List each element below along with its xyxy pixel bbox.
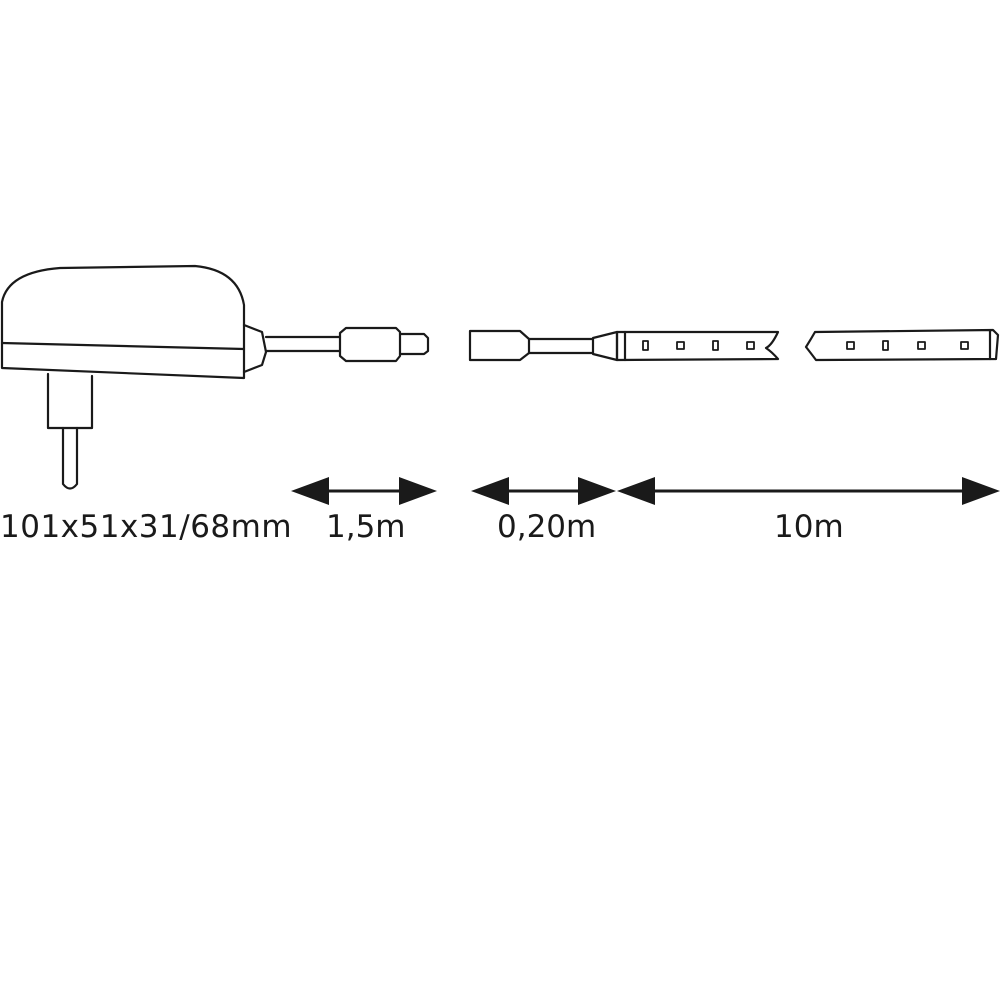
strip-body [804,328,1000,362]
led-chip [917,341,926,350]
led-chip [642,340,649,351]
led-chip [846,341,855,350]
strip-end-cap [591,330,619,362]
strip-body [615,330,780,362]
adapter-cable [264,326,430,363]
connector-cable [468,329,619,362]
led-chip [960,341,969,350]
adapter-housing [0,264,246,380]
plug-pin [61,426,79,490]
led-chip [712,340,719,351]
power-adapter [0,264,268,490]
male-plug [338,326,402,363]
cable-length-label: 1,5m [326,509,406,545]
led-strip-segment-end [804,328,1000,362]
plug-body [46,372,94,430]
adapter-seam [0,341,246,351]
arrow-strip-length [617,477,1000,505]
led-row-start [642,340,755,351]
female-socket [468,329,531,362]
arrow-connector-length [471,477,616,505]
led-chip [882,340,889,351]
adapter-socket-collar [242,323,268,374]
arrow-cable-length [291,477,437,505]
led-strip-segment-start [615,330,780,362]
connector-length-label: 0,20m [497,509,597,545]
dimension-arrows [291,477,1000,505]
strip-length-label: 10m [774,509,844,545]
led-chip [676,341,685,350]
led-chip [746,341,755,350]
male-plug-tip [398,332,430,356]
led-row-end [846,340,969,351]
adapter-dimension-label: 101x51x31/68mm [0,509,293,545]
